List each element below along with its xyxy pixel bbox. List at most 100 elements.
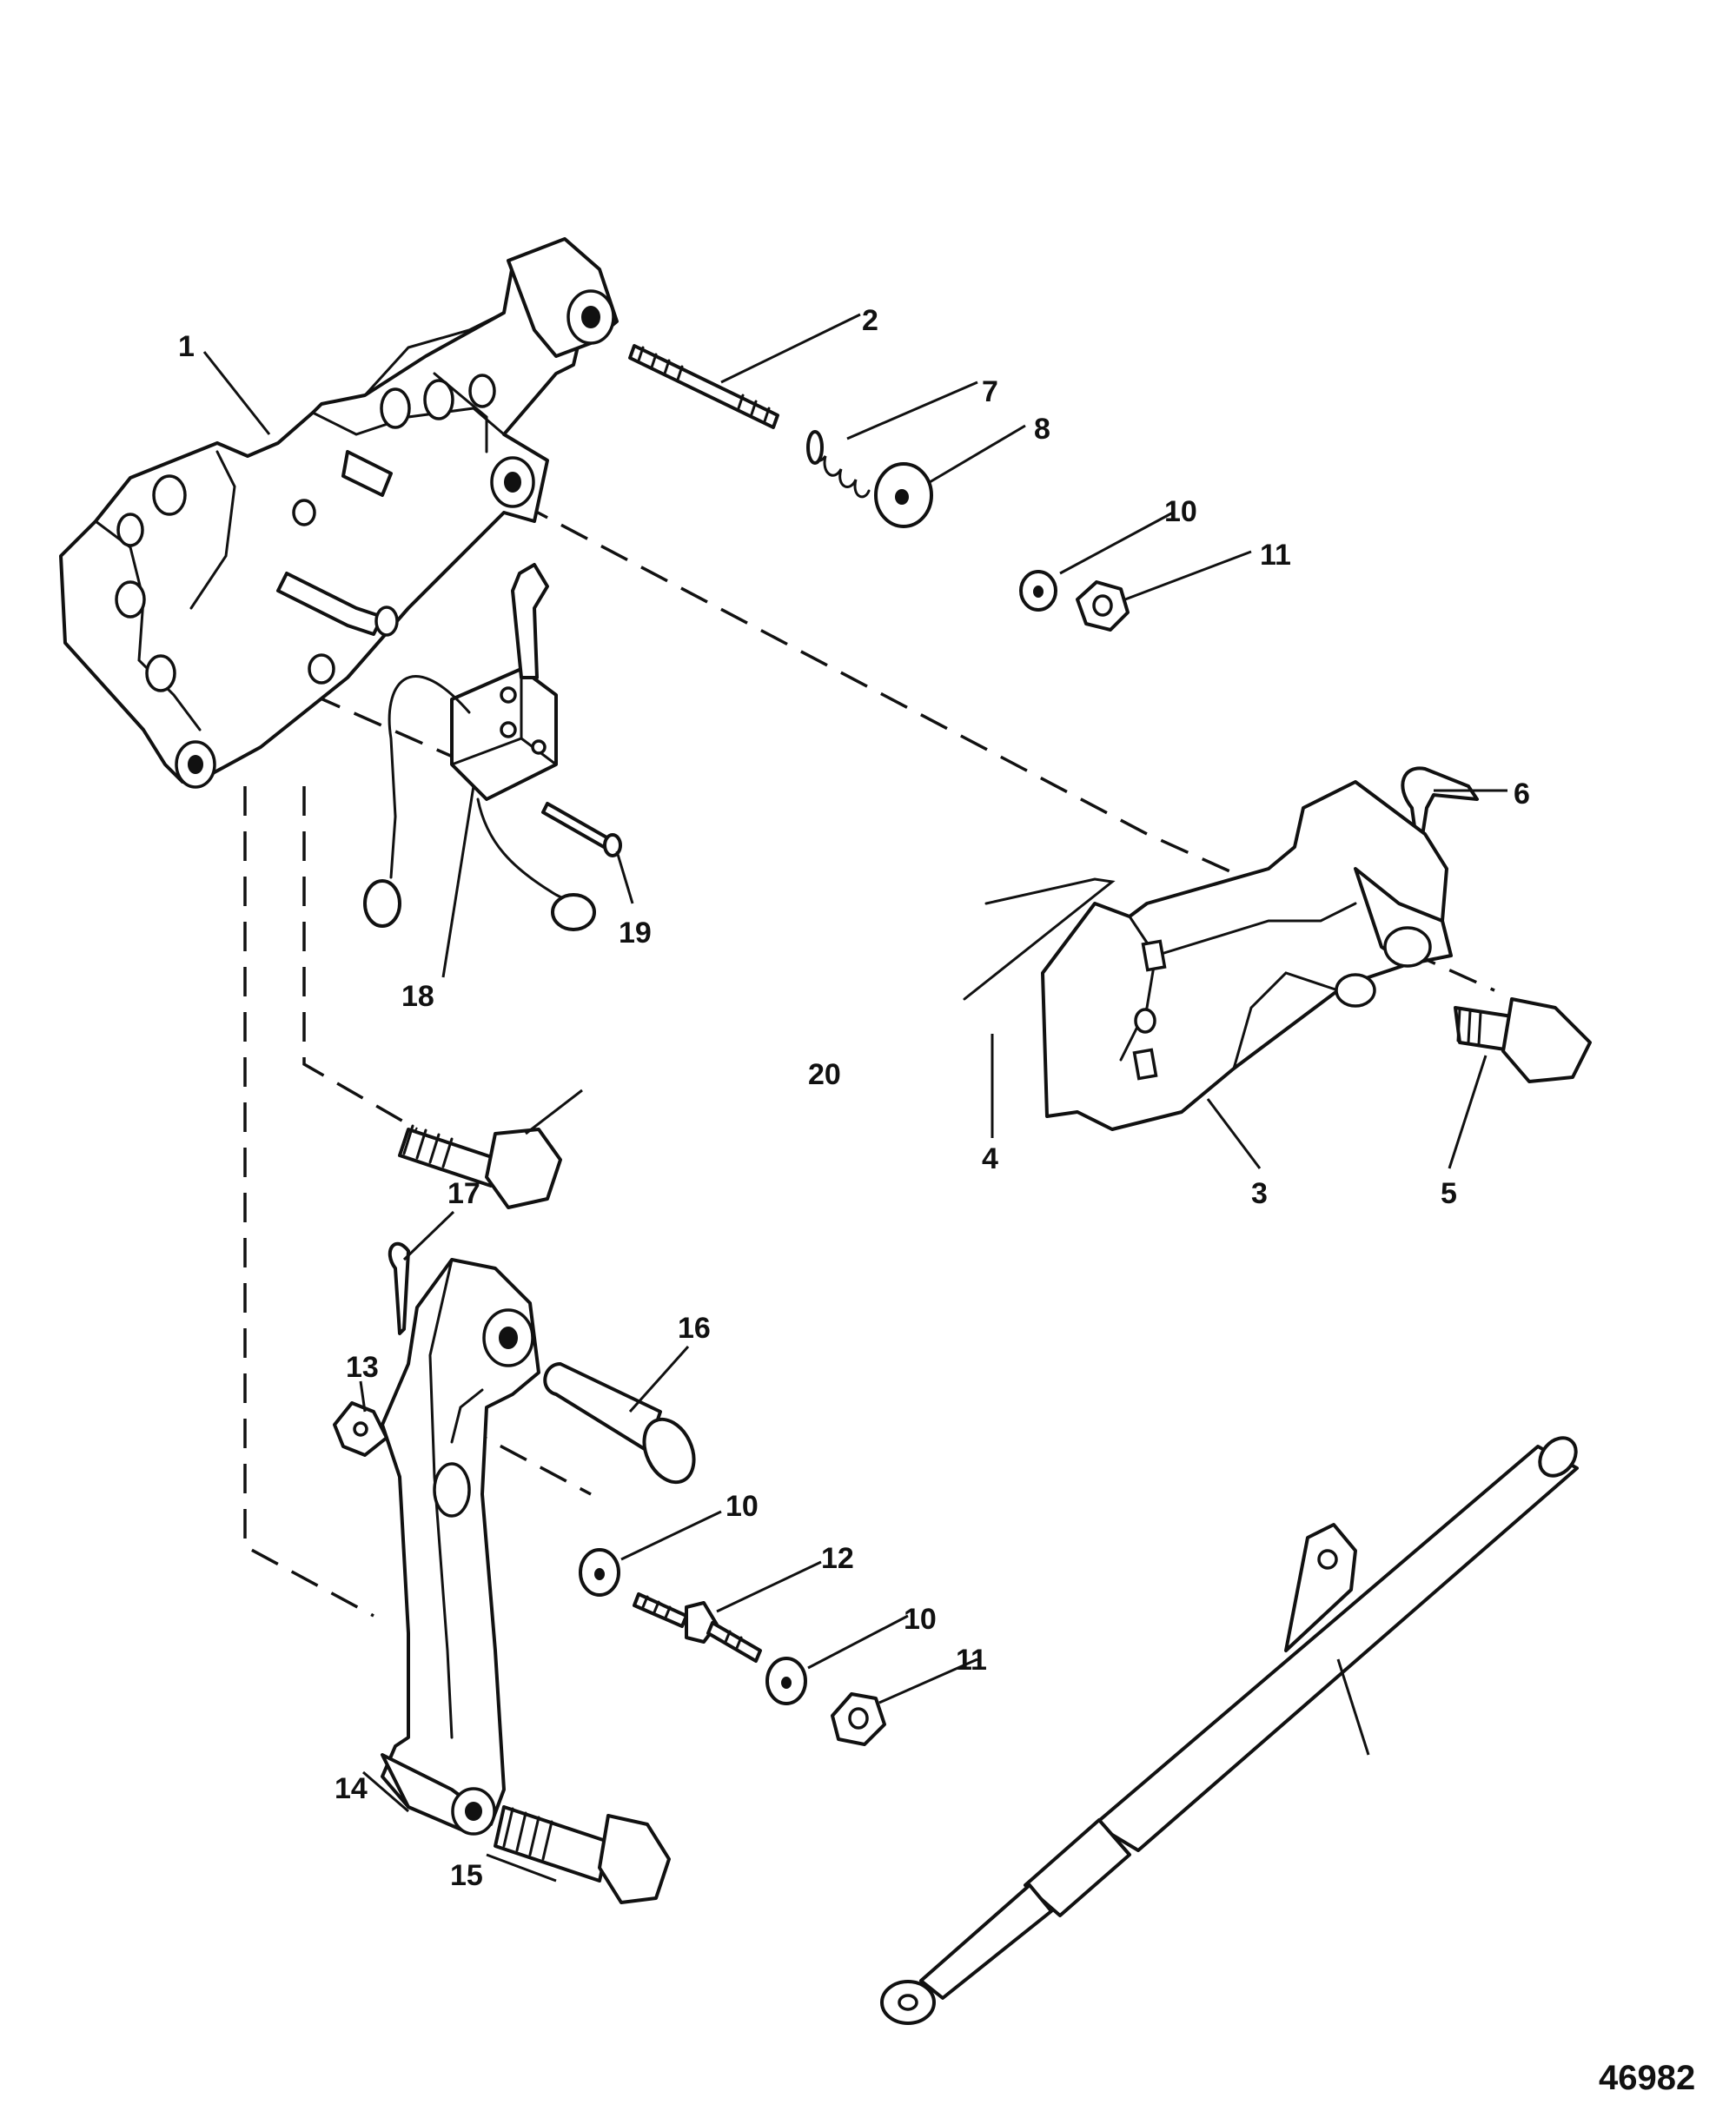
arm-edge	[450, 1388, 484, 1444]
lever-slot	[1132, 1048, 1158, 1081]
leader-10b	[620, 1510, 722, 1561]
clevis-pin	[543, 1362, 696, 1485]
bolt-shank	[494, 1805, 610, 1883]
pin-shank	[543, 1362, 662, 1453]
callout-14: 14	[335, 1772, 368, 1805]
shoulder-bolt-upper	[1454, 997, 1592, 1083]
callout-10a: 10	[1164, 495, 1197, 528]
callout-3: 3	[1251, 1177, 1268, 1210]
leader-18	[441, 785, 475, 978]
callout-17: 17	[447, 1177, 480, 1210]
lever-pivot-hole	[1335, 973, 1376, 1008]
bracket-rib	[189, 450, 236, 610]
callout-5: 5	[1441, 1177, 1457, 1210]
wire-rod	[963, 877, 1116, 1001]
callout-labels: 1 2 3 4 5 6 7 8 10 11 10 10 11 12 13 14 …	[178, 304, 1530, 1892]
switch-screw-hole	[500, 686, 517, 704]
callout-10c: 10	[904, 1603, 937, 1636]
bolt-head	[598, 1814, 671, 1904]
leader-3	[1206, 1098, 1262, 1169]
bolt-threads	[402, 1124, 454, 1168]
callout-12: 12	[821, 1542, 854, 1575]
callout-6: 6	[1514, 778, 1530, 811]
lever-body	[1041, 780, 1448, 1131]
shift-rod	[880, 1436, 1579, 2025]
nut-hole	[1092, 594, 1113, 617]
arm-lower-bore	[465, 1802, 482, 1821]
leader-16	[628, 1346, 690, 1413]
arm-edge	[428, 1258, 454, 1739]
arm-mid-hole	[433, 1462, 471, 1518]
callout-13: 13	[346, 1351, 379, 1384]
stud-right	[706, 1621, 762, 1663]
lever-hole	[1134, 1008, 1156, 1034]
callout-2: 2	[862, 304, 878, 337]
callout-8: 8	[1034, 413, 1050, 446]
leader-12	[716, 1560, 822, 1613]
leader-17	[402, 1210, 455, 1261]
bracket-hole	[308, 653, 335, 685]
mounting-bracket	[59, 237, 619, 789]
switch-edges	[450, 667, 558, 766]
rod-eye-hole	[898, 1994, 918, 2011]
rod-tab-hole	[1317, 1549, 1338, 1570]
lever-rib	[1154, 902, 1357, 957]
leader-19	[615, 850, 634, 904]
bracket-hole	[116, 513, 144, 547]
bracket-hole	[145, 654, 176, 692]
leader-20	[525, 1089, 583, 1135]
washer-hole	[781, 1677, 792, 1689]
callout-15: 15	[450, 1859, 483, 1892]
leader-13	[359, 1380, 367, 1413]
bent-wire	[963, 877, 1116, 1001]
washer-mid	[579, 1548, 620, 1597]
callout-18: 18	[401, 980, 434, 1013]
screw-shank	[541, 802, 610, 849]
bracket-hole	[115, 580, 146, 619]
switch-assembly	[363, 563, 596, 931]
leader-10a	[1059, 511, 1174, 575]
stud-left	[633, 1592, 688, 1628]
lever-clevis-hole	[1383, 926, 1432, 968]
leader-rod	[1336, 1658, 1370, 1756]
spring-end	[806, 430, 824, 465]
lever-slot	[1141, 939, 1167, 972]
bracket-pin-end	[374, 606, 399, 637]
washer-nut-lower	[765, 1657, 886, 1746]
callout-20: 20	[808, 1058, 841, 1091]
bracket-hole	[292, 499, 316, 526]
wire-terminal	[551, 893, 596, 931]
reference-number: 46982	[1599, 2059, 1695, 2097]
leader-7	[846, 381, 978, 440]
callout-1: 1	[178, 330, 195, 363]
leader-1	[202, 351, 271, 435]
stud-body	[628, 344, 779, 429]
rod-tab	[1284, 1523, 1357, 1652]
dash-bracket-to-switch	[312, 693, 461, 762]
dash-bracket-to-lower-arm	[243, 786, 374, 1618]
switch-screw-hole	[500, 721, 517, 738]
clip	[333, 1401, 388, 1457]
switch-wire	[388, 675, 471, 879]
hex-bolt	[398, 1124, 562, 1209]
switch-wire	[476, 797, 575, 905]
callout-7: 7	[982, 375, 998, 408]
washer-hole	[895, 489, 909, 505]
spring	[806, 430, 871, 499]
bracket-arm-edge	[363, 311, 506, 397]
washer-nut-upper	[1019, 570, 1130, 632]
leader-10c	[807, 1614, 909, 1670]
leader-11a	[1124, 550, 1252, 601]
stud-threads	[637, 346, 771, 423]
threaded-stud	[628, 344, 779, 429]
bolt-head	[485, 1128, 562, 1209]
nut-hole	[848, 1707, 869, 1730]
leader-15	[486, 1853, 557, 1883]
pin-head	[642, 1417, 696, 1485]
clip-hole	[353, 1421, 368, 1437]
washer-large	[874, 462, 933, 528]
leader-5	[1448, 1055, 1488, 1169]
bolt-threads	[502, 1807, 553, 1861]
